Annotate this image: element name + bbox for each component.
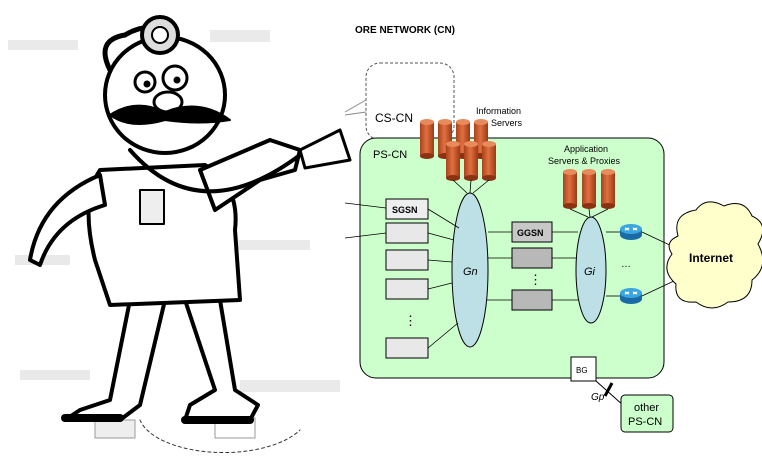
gi-label: Gi	[584, 266, 596, 278]
information-servers-label-line1: Information	[476, 106, 521, 116]
ggsn-ellipsis: ⋮	[529, 272, 542, 287]
ggsn-node	[512, 290, 552, 310]
sgsn-node	[386, 250, 428, 270]
sgsn-node	[386, 223, 428, 243]
core-network-title: ORE NETWORK (CN)	[355, 25, 455, 36]
cs-cn-label: CS-CN	[375, 111, 413, 125]
ggsn-label: GGSN	[517, 228, 544, 238]
sgsn-label: SGSN	[392, 205, 418, 215]
other-ps-cn-label-line1: other	[634, 402, 659, 414]
cartoon-doctor-illustration	[8, 17, 350, 453]
gn-label: Gn	[463, 266, 478, 278]
gp-label: Gp	[591, 392, 605, 403]
application-servers-label-line2: Servers & Proxies	[548, 156, 621, 166]
sgsn-ellipsis: ⋮	[404, 313, 417, 328]
sgsn-node	[386, 279, 428, 299]
ps-cn-label: PS-CN	[373, 149, 407, 161]
information-servers-label-line2: Servers	[491, 118, 523, 128]
bg-label: BG	[576, 366, 588, 375]
router-ellipsis: …	[621, 259, 631, 270]
application-servers-label-line1: Application	[564, 144, 608, 154]
sgsn-node	[386, 338, 428, 358]
application-servers	[563, 169, 615, 209]
internet-label: Internet	[689, 251, 733, 265]
router-icon	[620, 224, 642, 240]
ggsn-node	[512, 248, 552, 268]
router-icon	[620, 288, 642, 304]
other-ps-cn-label-line2: PS-CN	[628, 416, 662, 428]
